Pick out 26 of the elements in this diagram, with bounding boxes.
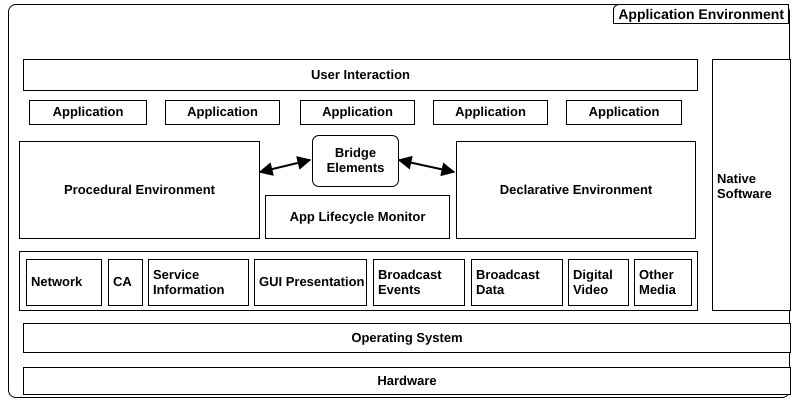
bridge-box: Bridge Elements — [312, 135, 399, 187]
api-box: Digital Video — [568, 259, 629, 306]
environment-frame — [8, 4, 790, 398]
frame-title: Application Environment — [613, 4, 789, 24]
application-box: Application — [566, 100, 682, 125]
environment-box: Procedural Environment — [19, 141, 260, 239]
layer-box: Hardware — [23, 367, 791, 395]
api-box: GUI Presentation — [254, 259, 367, 306]
api-box: Network — [26, 259, 102, 306]
api-box: Broadcast Data — [471, 259, 563, 306]
api-box: Broadcast Events — [373, 259, 465, 306]
api-panel — [19, 251, 698, 311]
native-box: Native Software — [712, 59, 791, 311]
api-box: CA — [108, 259, 143, 306]
monitor-box: App Lifecycle Monitor — [265, 195, 450, 239]
application-box: Application — [300, 100, 415, 125]
double-arrow — [258, 156, 312, 176]
application-box: Application — [29, 100, 147, 125]
layer-box: User Interaction — [23, 59, 698, 91]
application-box: Application — [165, 100, 280, 125]
layer-box: Operating System — [23, 323, 791, 353]
environment-box: Declarative Environment — [456, 141, 696, 239]
api-box: Service Information — [148, 259, 249, 306]
application-box: Application — [433, 100, 548, 125]
api-box: Other Media — [634, 259, 692, 306]
double-arrow — [398, 156, 456, 176]
